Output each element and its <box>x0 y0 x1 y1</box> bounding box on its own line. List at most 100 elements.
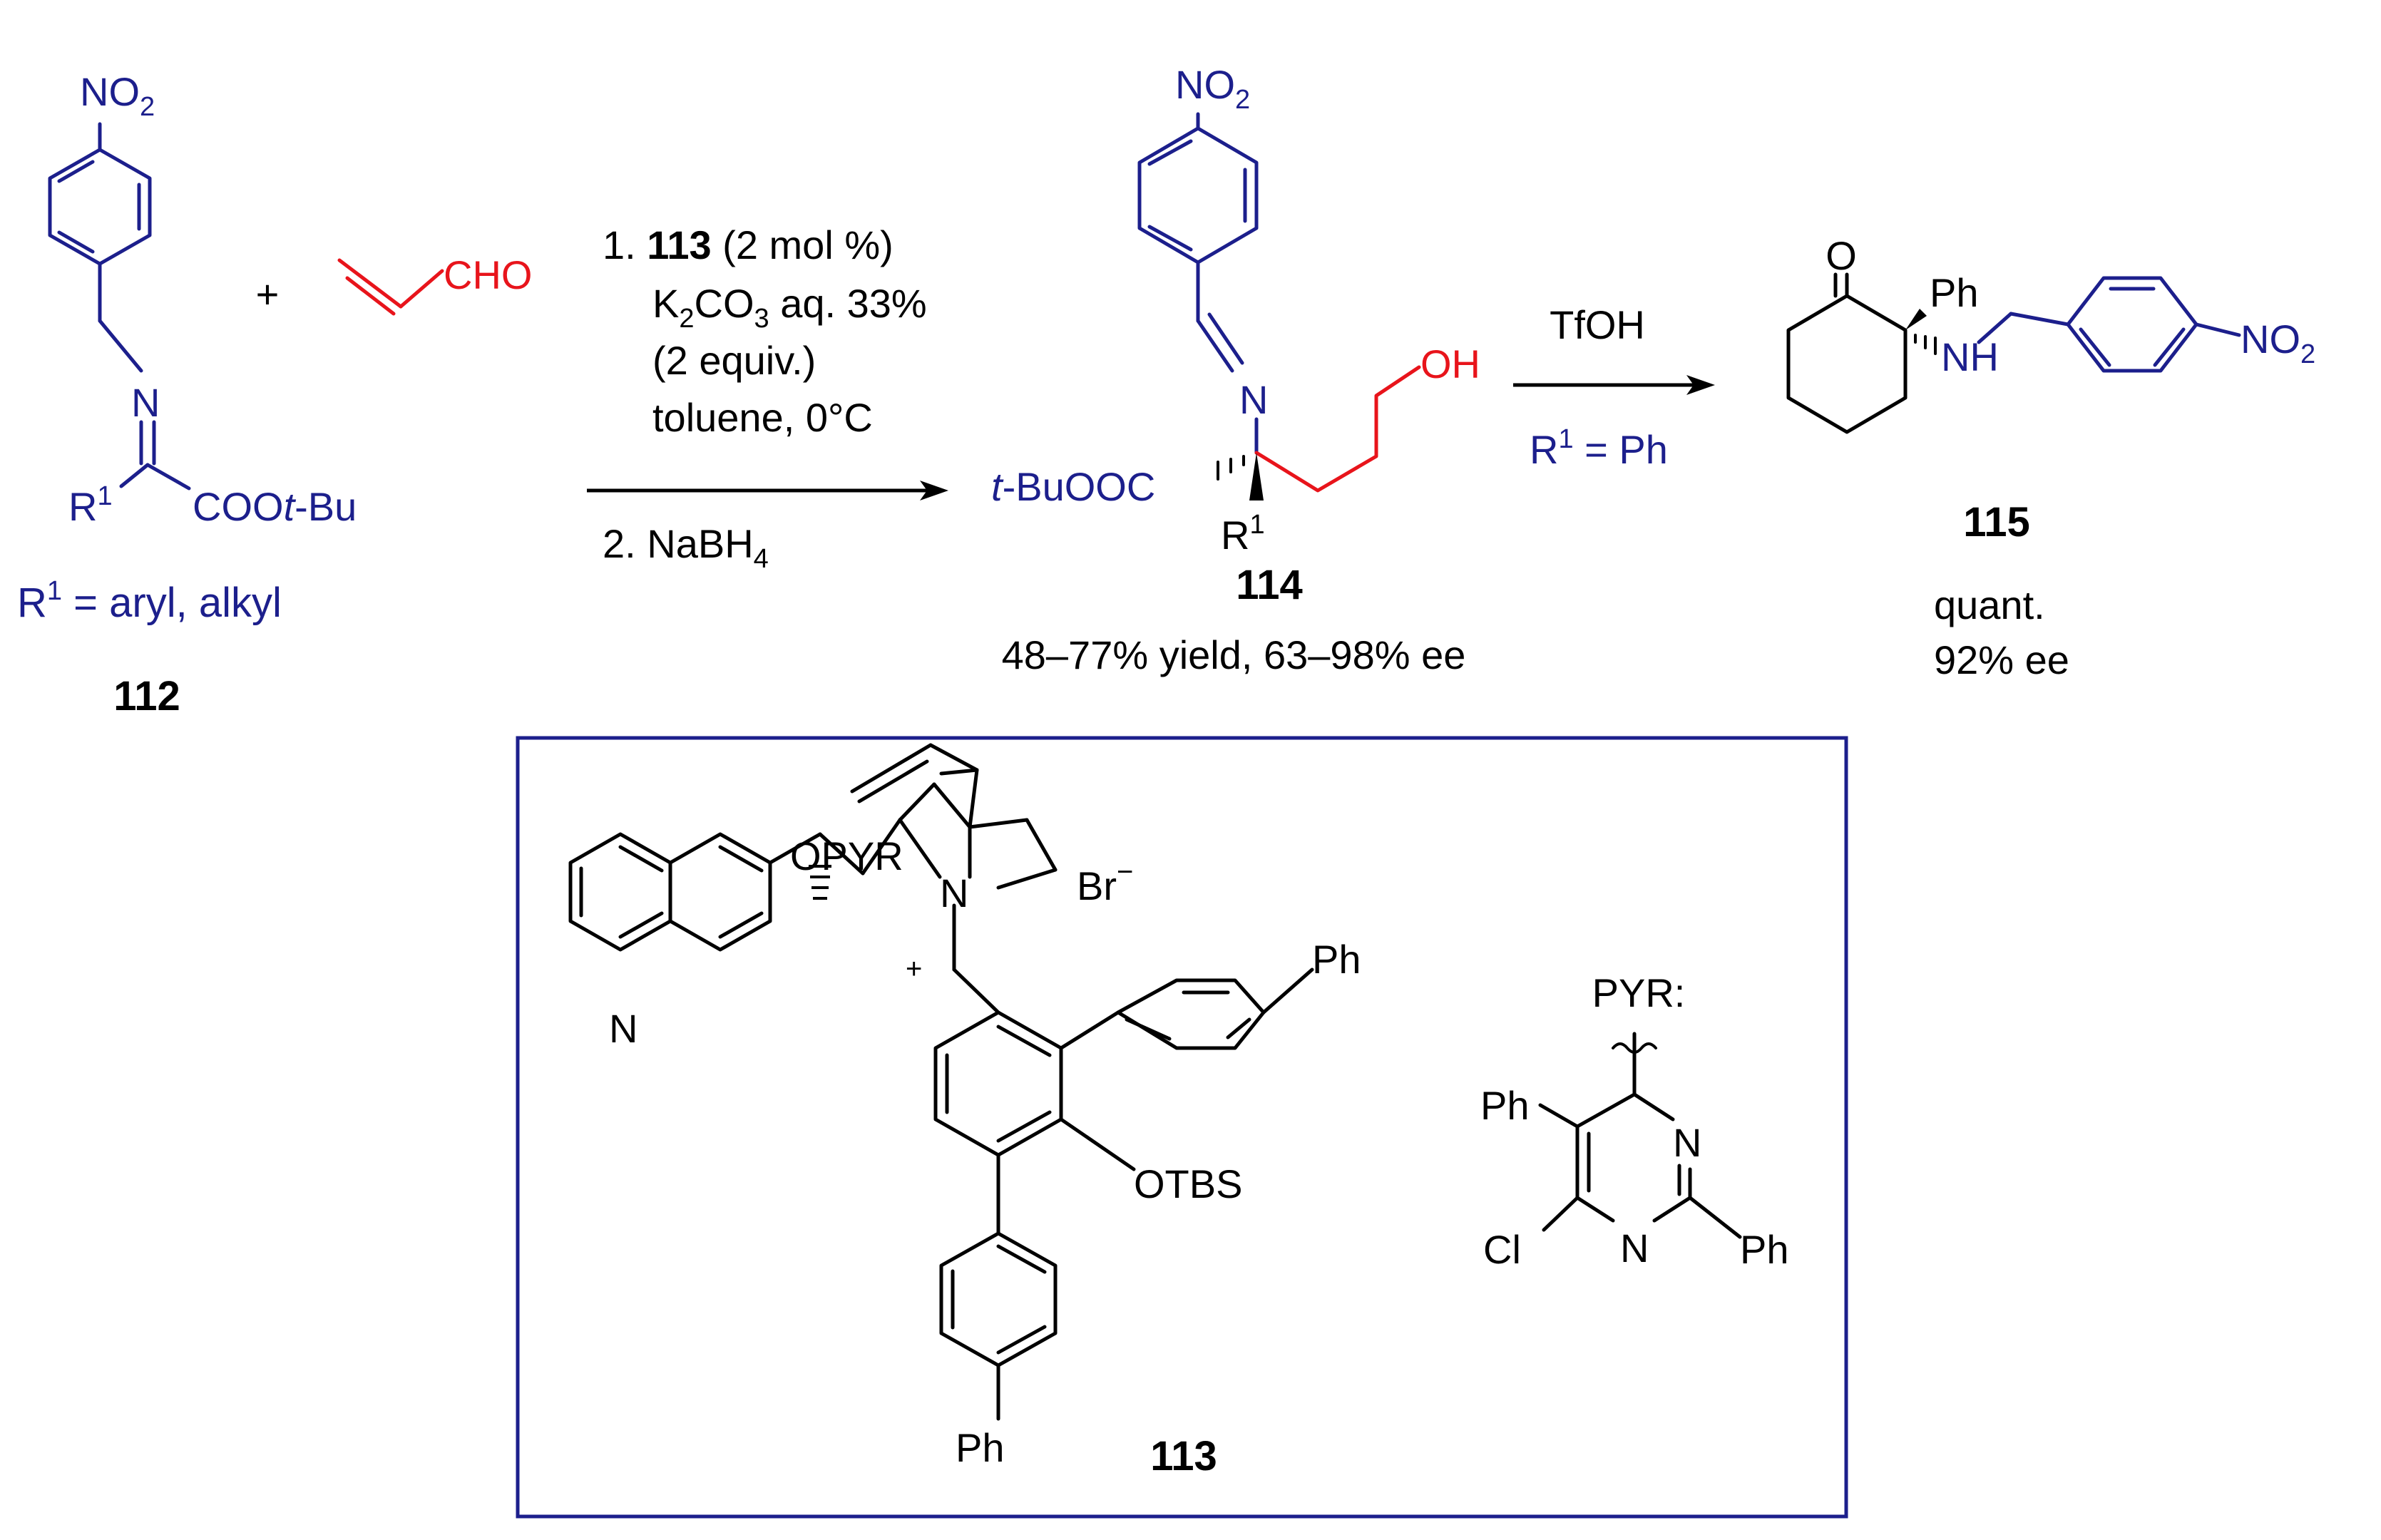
chloro-label: Cl <box>1483 1227 1521 1272</box>
bond <box>1261 967 1314 1015</box>
r1-label-114: R1 <box>1221 510 1265 558</box>
bond <box>57 230 95 254</box>
bond <box>2009 312 2070 327</box>
cyclohexanone-ring <box>1786 294 1908 434</box>
phenyl-bottom-label: Ph <box>956 1425 1005 1470</box>
bond <box>932 782 972 829</box>
bromide-label: Br− <box>1077 856 1133 908</box>
bond <box>1125 1017 1172 1041</box>
double-bond <box>857 759 929 804</box>
compound-112 <box>48 122 191 491</box>
bond <box>718 911 764 939</box>
acrolein <box>337 258 444 316</box>
bond <box>1542 1196 1579 1232</box>
hydroxyl-label: OH <box>1420 342 1480 386</box>
hash-bond-c-o <box>809 865 831 900</box>
bond <box>1977 312 2013 344</box>
bond <box>1688 1196 1742 1239</box>
wedge-bond <box>1905 309 1927 330</box>
bond <box>1226 1017 1251 1040</box>
bond <box>399 269 444 309</box>
condition-equiv: (2 equiv.) <box>652 338 816 383</box>
reaction-arrow-2 <box>1513 375 1715 395</box>
lower-phenylene-ring <box>939 1231 1058 1367</box>
double-bond <box>1196 319 1234 373</box>
condition-step-1: 1. 113 (2 mol %) <box>603 222 893 267</box>
plus-sign: + <box>256 272 280 317</box>
imine-n-label: N <box>131 380 160 425</box>
phenyl-left-label: Ph <box>1480 1083 1530 1128</box>
otbs-label: OTBS <box>1134 1161 1242 1206</box>
bond <box>98 319 143 373</box>
benzene-ring <box>1137 126 1259 265</box>
bond <box>618 845 664 873</box>
bond <box>1025 818 1058 872</box>
aldehyde-label: CHO <box>444 252 532 297</box>
bond <box>1652 1196 1692 1223</box>
condition-base: K2CO3 aq. 33% <box>652 281 927 334</box>
bond <box>57 160 95 183</box>
phenyl-right-label: Ph <box>1740 1227 1789 1272</box>
imine-n-label-114: N <box>1239 377 1268 422</box>
bond <box>968 768 979 829</box>
bond <box>1538 1103 1579 1129</box>
bond <box>1575 1092 1637 1129</box>
pyrimidine-structure <box>1538 1032 1742 1239</box>
bond <box>996 1325 1047 1355</box>
compound-114 <box>1137 112 1421 500</box>
nitro-label: NO2 <box>80 69 155 122</box>
ester-label: COOt-Bu <box>193 484 357 529</box>
double-bond <box>1207 312 1244 365</box>
bond <box>618 911 664 939</box>
pyrimidine-n-top: N <box>1673 1120 1701 1165</box>
compound-label-113: 113 <box>1150 1433 1217 1479</box>
bond <box>996 1110 1052 1143</box>
bond <box>939 768 979 776</box>
bond <box>968 818 1029 829</box>
quinoline-n-label: N <box>609 1006 638 1051</box>
catalyst-113-structure <box>568 743 1314 1421</box>
bond <box>928 743 979 772</box>
quinoline-pyridine-ring <box>668 832 772 952</box>
bond <box>1575 1196 1615 1223</box>
double-bond <box>850 743 933 794</box>
bond <box>768 832 822 865</box>
phenyl-top-label: Ph <box>1312 937 1361 982</box>
bond <box>952 967 1000 1015</box>
pyrimidine-n-bottom: N <box>1620 1226 1649 1270</box>
bond <box>996 1025 1052 1057</box>
ammonium-n-label: N <box>940 871 968 915</box>
quinoline-benzo-ring <box>568 832 672 952</box>
yield-quant: quant. <box>1934 582 2045 627</box>
bond <box>1147 139 1193 166</box>
pyr-title: PYR: <box>1592 970 1686 1015</box>
benzene-ring <box>48 148 152 266</box>
nitro-label-115: NO2 <box>2241 317 2315 369</box>
ester-label-114: t-BuOOC <box>991 464 1155 509</box>
reagent-tfoh: TfOH <box>1550 302 1645 347</box>
bond <box>2153 327 2186 367</box>
nitro-label-114: NO2 <box>1175 62 1250 115</box>
compound-label-114: 114 <box>1236 562 1303 608</box>
ee-115: 92% ee <box>1934 637 2069 682</box>
wedge-bond <box>1249 453 1264 500</box>
opyr-label: OPYR <box>790 833 903 878</box>
bond <box>119 463 150 488</box>
bond <box>861 818 902 876</box>
bond <box>718 845 764 873</box>
central-aryl-ring <box>933 1010 1063 1157</box>
bond <box>1059 1117 1136 1171</box>
bond <box>1059 1010 1120 1050</box>
bond <box>2194 322 2241 337</box>
bond <box>145 463 191 491</box>
r1-label: R1 <box>68 481 113 529</box>
condition-solvent: toluene, 0°C <box>652 395 873 440</box>
double-bond <box>345 276 396 316</box>
compound-label-112: 112 <box>113 673 180 719</box>
compound-label-115: 115 <box>1963 499 2030 545</box>
oxo-label: O <box>1826 233 1857 278</box>
upper-phenylene-ring <box>1116 978 1266 1050</box>
benzene-ring <box>2066 276 2198 373</box>
bond <box>898 818 942 879</box>
